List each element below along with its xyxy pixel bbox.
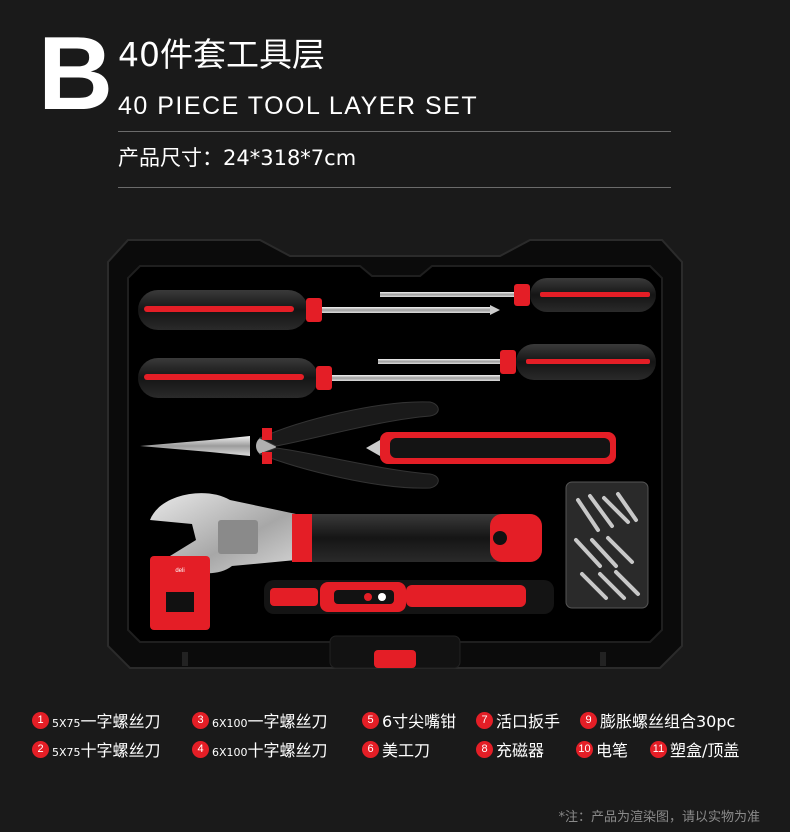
- legend-label: 活口扳手: [496, 712, 561, 731]
- legend-item: 4 6X100十字螺丝刀: [192, 737, 328, 761]
- legend-item: 11 塑盒/顶盖: [650, 737, 739, 761]
- legend-spec: 6X100: [212, 746, 248, 759]
- divider-line: [118, 131, 671, 132]
- legend-number: 1: [32, 711, 49, 729]
- legend-label: 一字螺丝刀: [247, 712, 328, 731]
- legend-item: 9 膨胀螺丝组合30pc: [580, 708, 735, 732]
- legend-label: 充磁器: [496, 741, 545, 760]
- section-letter: B: [38, 16, 114, 132]
- screwdriver-3-image: [138, 358, 500, 398]
- tool-tray-image: deli: [107, 239, 683, 669]
- legend-item: 8 充磁器: [476, 737, 544, 761]
- screwdriver-4-image: [378, 344, 656, 380]
- legend-spec: 6X100: [212, 717, 248, 730]
- legend-number: 7: [476, 711, 493, 729]
- screwdriver-2-image: [380, 278, 656, 312]
- voltage-tester-image: [264, 580, 554, 614]
- anchor-screw-set-image: [565, 481, 649, 609]
- legend-label: 塑盒/顶盖: [670, 741, 740, 760]
- legend-row: 2 5X75十字螺丝刀 4 6X100十字螺丝刀 6 美工刀 8 充磁器 10 …: [32, 737, 772, 761]
- legend-number: 11: [650, 740, 667, 758]
- legend-item: 7 活口扳手: [476, 708, 560, 732]
- legend-spec: 5X75: [52, 746, 81, 759]
- product-size: 产品尺寸：24*318*7cm: [118, 146, 357, 170]
- screwdriver-1-image: [138, 290, 500, 330]
- disclaimer-note: *注：产品为渲染图，请以实物为准: [558, 810, 760, 825]
- legend-number: 3: [192, 711, 209, 729]
- legend-number: 2: [32, 740, 49, 758]
- legend-item: 2 5X75十字螺丝刀: [32, 737, 161, 761]
- legend-spec: 5X75: [52, 717, 81, 730]
- legend-label: 6寸尖嘴钳: [382, 712, 457, 731]
- divider-line: [118, 187, 671, 188]
- magnetizer-image: deli: [150, 556, 210, 630]
- pliers-image: [140, 401, 439, 489]
- legend-item: 5 6寸尖嘴钳: [362, 708, 456, 732]
- legend-label: 膨胀螺丝组合30pc: [600, 712, 736, 731]
- legend-label: 美工刀: [382, 741, 431, 760]
- legend-label: 一字螺丝刀: [80, 712, 161, 731]
- legend-number: 10: [576, 740, 593, 758]
- legend-item: 3 6X100一字螺丝刀: [192, 708, 328, 732]
- legend-item: 6 美工刀: [362, 737, 430, 761]
- legend-number: 6: [362, 740, 379, 758]
- page-title: 40件套工具层: [118, 35, 325, 74]
- legend-item: 1 5X75一字螺丝刀: [32, 708, 161, 732]
- legend-number: 4: [192, 740, 209, 758]
- legend-number: 5: [362, 711, 379, 729]
- legend-label: 十字螺丝刀: [247, 741, 328, 760]
- utility-knife-image: [366, 432, 616, 464]
- legend-label: 十字螺丝刀: [80, 741, 161, 760]
- legend-number: 9: [580, 711, 597, 729]
- legend-row: 1 5X75一字螺丝刀 3 6X100一字螺丝刀 5 6寸尖嘴钳 7 活口扳手 …: [32, 708, 772, 732]
- legend-label: 电笔: [596, 741, 629, 760]
- legend-number: 8: [476, 740, 493, 758]
- page-subtitle: 40 PIECE TOOL LAYER SET: [118, 92, 479, 120]
- adjustable-wrench-image: [150, 493, 542, 574]
- magnetizer-label: deli: [175, 568, 184, 574]
- legend-item: 10 电笔: [576, 737, 628, 761]
